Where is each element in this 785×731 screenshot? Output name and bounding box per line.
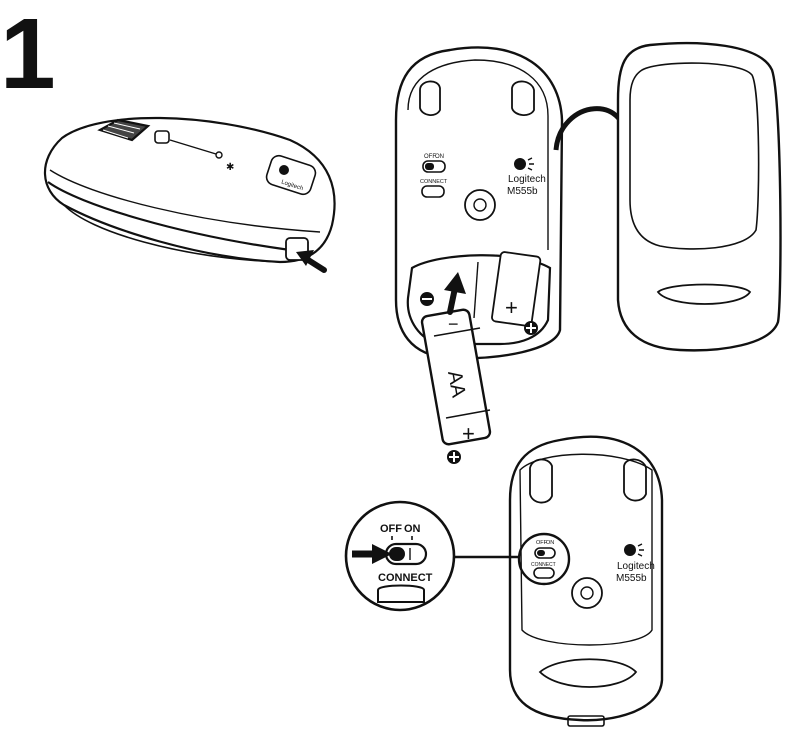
logitech-logo-icon [514, 157, 534, 171]
switch-highlight-circle [517, 532, 571, 586]
insert-battery-arrow-icon [444, 272, 466, 315]
insert-arrow-icon [296, 250, 327, 273]
zoom-callout: OFF ON CONNECT [344, 500, 456, 612]
battery-minus-sign: − [448, 314, 459, 334]
battery-type-label: AA [443, 369, 469, 400]
bluetooth-icon: ✱ [226, 162, 234, 173]
mouse-bottom-assembled [508, 435, 664, 727]
mouse-front-view: ✱ Logitech [43, 116, 336, 264]
model-label: M555b [507, 186, 538, 197]
scroll-wheel [97, 118, 151, 142]
assembled-switch-on: ON [546, 540, 554, 546]
connect-button [421, 185, 445, 198]
callout-on-label: ON [404, 523, 421, 535]
assembled-connect-label: CONNECT [531, 562, 556, 568]
mode-button [154, 130, 170, 144]
battery-cover [616, 41, 782, 352]
assembled-switch-off: OFF [536, 540, 548, 546]
assembled-brand-label: Logitech [617, 561, 655, 572]
callout-connect-label: CONNECT [378, 572, 433, 584]
callout-off-label: OFF [380, 523, 402, 535]
connect-label: CONNECT [420, 179, 448, 185]
installed-battery [491, 251, 542, 327]
assembled-model-label: M555b [616, 573, 647, 584]
compartment-plus-sign: + [505, 295, 518, 320]
switch-off-label: OFF [424, 154, 436, 160]
brand-label: Logitech [508, 174, 546, 185]
slide-switch-arrow-icon [352, 544, 392, 564]
assembled-logitech-logo-icon [624, 543, 644, 557]
battery-plus-sign: + [462, 421, 475, 446]
aa-battery: − AA + [420, 308, 492, 446]
logitech-logo-badge: Logitech [265, 154, 317, 196]
step-number: 1 [0, 0, 56, 110]
switch-on-label: ON [435, 154, 444, 160]
